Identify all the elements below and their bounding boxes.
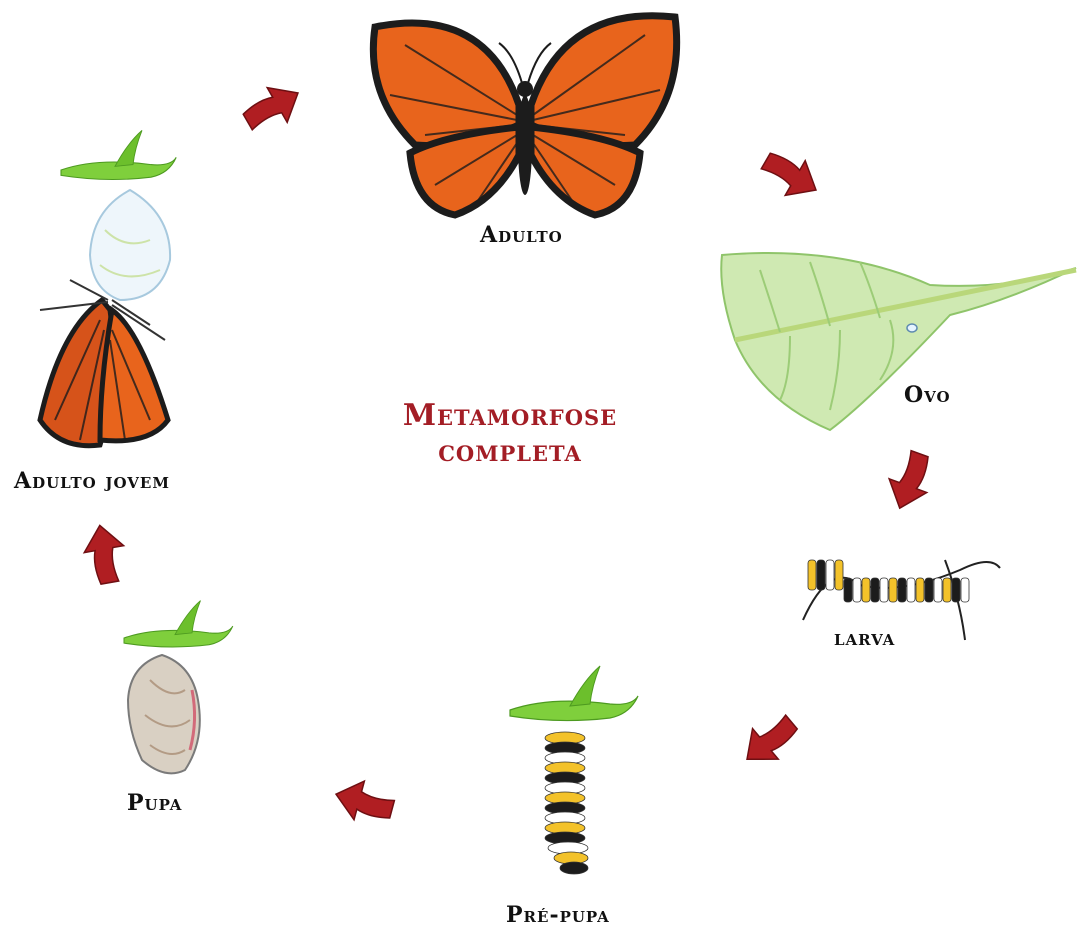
leaf-with-egg-illustration xyxy=(721,253,1076,430)
young-adult-emerging-illustration xyxy=(40,130,176,445)
adult-butterfly-illustration xyxy=(373,16,676,215)
prepupa-segment xyxy=(560,862,588,874)
label-adulto: Adulto xyxy=(480,222,563,248)
label-pre-pupa: Pré-pupa xyxy=(506,902,610,928)
caterpillar-segment xyxy=(925,578,933,602)
arrow-to-ovo xyxy=(756,144,826,208)
pre-pupa-illustration xyxy=(510,666,638,874)
arrow-to-adult xyxy=(238,76,308,140)
caterpillar-segment xyxy=(862,578,870,602)
caterpillar-segment xyxy=(952,578,960,602)
arrow-to-larva xyxy=(881,447,938,515)
caterpillar-segment xyxy=(817,560,825,590)
caterpillar-segment xyxy=(835,560,843,590)
caterpillar-segment xyxy=(853,578,861,602)
caterpillar-segment xyxy=(961,578,969,602)
arrow-to-pupa xyxy=(331,775,397,829)
caterpillar-segment xyxy=(844,578,852,602)
arrow-to-young-adult xyxy=(80,522,129,586)
caterpillar-segment xyxy=(808,560,816,590)
pupa-chrysalis-illustration xyxy=(124,601,233,774)
arrow-to-prepupa xyxy=(734,707,804,775)
diagram-title: Metamorfose completa xyxy=(330,398,690,470)
caterpillar-segment xyxy=(907,578,915,602)
label-pupa: Pupa xyxy=(127,790,182,816)
caterpillar-segment xyxy=(934,578,942,602)
egg-icon xyxy=(907,324,917,332)
label-larva: larva xyxy=(834,625,895,651)
caterpillar-segment xyxy=(898,578,906,602)
caterpillar-segment xyxy=(889,578,897,602)
title-line-1: Metamorfose xyxy=(330,398,690,434)
caterpillar-segment xyxy=(943,578,951,602)
caterpillar-segment xyxy=(880,578,888,602)
caterpillar-segment xyxy=(916,578,924,602)
larva-caterpillar-illustration xyxy=(803,560,1000,640)
label-adulto-jovem: Adulto jovem xyxy=(14,468,170,494)
title-line-2: completa xyxy=(330,434,690,470)
caterpillar-segment xyxy=(826,560,834,590)
label-ovo: Ovo xyxy=(904,382,951,408)
caterpillar-segment xyxy=(871,578,879,602)
